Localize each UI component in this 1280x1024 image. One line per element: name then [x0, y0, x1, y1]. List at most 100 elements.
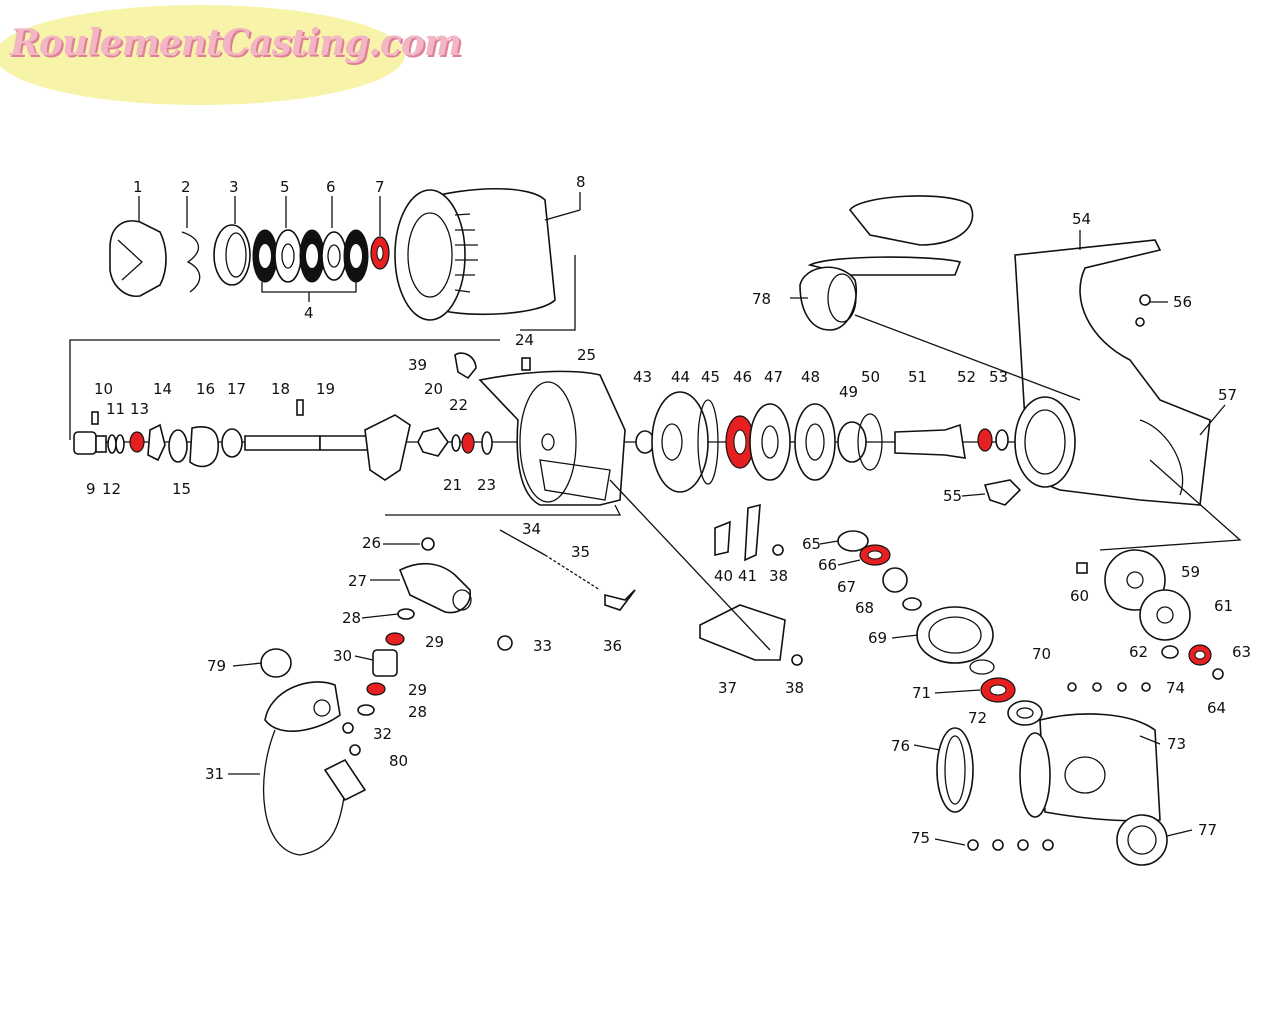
- part-label: 20: [424, 380, 443, 398]
- line-roller-part: [372, 649, 398, 677]
- part-label: 28: [408, 703, 427, 721]
- part-label: 19: [316, 380, 335, 398]
- body-clip-part: [983, 479, 1022, 506]
- part-label: 80: [389, 752, 408, 770]
- part-label: 6: [326, 178, 336, 196]
- washer-metal-part: [321, 231, 347, 281]
- reel-body: [983, 239, 1211, 506]
- part-label: 47: [764, 368, 783, 386]
- part-label: 74: [1166, 679, 1185, 697]
- side-cap-part: [1116, 814, 1168, 866]
- part-label: 7: [375, 178, 385, 196]
- part-label: 3: [229, 178, 239, 196]
- part-label: 26: [362, 534, 381, 552]
- part-label: 14: [153, 380, 172, 398]
- bail-holder-part: [264, 681, 341, 732]
- part-label: 67: [837, 578, 856, 596]
- left-shaft-parts: [73, 352, 493, 481]
- part-label: 68: [855, 599, 874, 617]
- side-cover-gasket-part: [936, 727, 974, 813]
- part-label: 79: [207, 657, 226, 675]
- washer-metal-part: [274, 229, 302, 283]
- part-label: 15: [172, 480, 191, 498]
- rotor-nut-cover-part: [651, 391, 709, 493]
- part-label: 52: [957, 368, 976, 386]
- part-label: 18: [271, 380, 290, 398]
- gear-train: [837, 459, 1242, 866]
- rotor-part: [478, 370, 626, 506]
- part-label: 69: [868, 629, 887, 647]
- part-label: 5: [280, 178, 290, 196]
- bail-assembly: [260, 479, 803, 856]
- part-label: 61: [1214, 597, 1233, 615]
- part-label: 45: [701, 368, 720, 386]
- oscillation-slider-part: [364, 414, 411, 481]
- part-label: 2: [181, 178, 191, 196]
- part-label: 49: [839, 383, 858, 401]
- pinion-gear-part: [894, 423, 966, 459]
- part-label: 43: [633, 368, 652, 386]
- part-label: 33: [533, 637, 552, 655]
- sleeve-part: [73, 431, 97, 455]
- spool-assembly: [109, 187, 556, 321]
- part-label: 29: [408, 681, 427, 699]
- part-label: 48: [801, 368, 820, 386]
- part-label: 63: [1232, 643, 1251, 661]
- part-label: 11: [106, 400, 125, 418]
- part-label: 55: [943, 487, 962, 505]
- part-number-labels: 1 2 3 5 6 7 8 4 10 11 13 14 16 17 18 19 …: [86, 173, 1251, 847]
- part-label: 1: [133, 178, 143, 196]
- line-roller-bearing-highlight: [385, 632, 405, 646]
- part-label: 75: [911, 829, 930, 847]
- line-roller-bearing-highlight: [366, 682, 386, 696]
- site-logo: [0, 5, 405, 105]
- part-label: 57: [1218, 386, 1237, 404]
- part-label: 70: [1032, 645, 1051, 663]
- part-label: 21: [443, 476, 462, 494]
- part-label: 56: [1173, 293, 1192, 311]
- drag-ring-part: [213, 224, 251, 286]
- assembly-guide-line: [69, 255, 576, 440]
- part-label: 73: [1167, 735, 1186, 753]
- anti-reverse-clutch-part: [794, 403, 836, 481]
- bearing-retainer-part: [749, 403, 791, 481]
- part-label: 10: [94, 380, 113, 398]
- part-label: 41: [738, 567, 757, 585]
- bail-arm-part: [398, 562, 471, 614]
- pinion-bearing-highlight: [461, 432, 475, 454]
- part-label: 9: [86, 480, 96, 498]
- part-label: 29: [425, 633, 444, 651]
- part-label: 12: [102, 480, 121, 498]
- part-label: 36: [603, 637, 622, 655]
- screw-cap-part: [454, 352, 477, 380]
- handle-knob-part: [849, 195, 974, 246]
- part-label: 77: [1198, 821, 1217, 839]
- side-cover-part: [1039, 713, 1161, 822]
- part-label: 39: [408, 356, 427, 374]
- part-label: 72: [968, 709, 987, 727]
- part-label: 30: [333, 647, 352, 665]
- pinion-bearing-highlight: [977, 428, 993, 452]
- handle-assembly: [799, 195, 1081, 401]
- part-label: 23: [477, 476, 496, 494]
- main-shaft-part: [244, 435, 321, 451]
- rotor-cover-part: [699, 604, 786, 661]
- part-label: 16: [196, 380, 215, 398]
- leader-lines: [138, 192, 1226, 846]
- part-label: 44: [671, 368, 690, 386]
- pinion-nut-part: [417, 427, 449, 457]
- part-label: 37: [718, 679, 737, 697]
- part-label: 17: [227, 380, 246, 398]
- part-label: 76: [891, 737, 910, 755]
- part-label: 22: [449, 396, 468, 414]
- part-label: 50: [861, 368, 880, 386]
- part-label: 38: [769, 567, 788, 585]
- trip-lever-part: [604, 589, 636, 611]
- part-label: 65: [802, 535, 821, 553]
- part-label: 71: [912, 684, 931, 702]
- part-label: 38: [785, 679, 804, 697]
- logo-background: [0, 5, 405, 105]
- part-label: 25: [577, 346, 596, 364]
- part-label: 66: [818, 556, 837, 574]
